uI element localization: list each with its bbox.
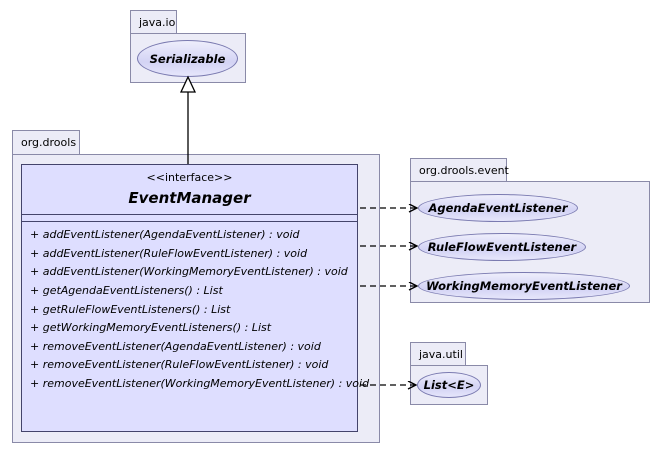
method-row[interactable]: + addEventListener(AgendaEventListener) …: [22, 226, 357, 245]
interface-agenda-event-listener[interactable]: AgendaEventListener: [418, 194, 578, 222]
method-row[interactable]: + getRuleFlowEventListeners() : List: [22, 301, 357, 320]
method-row[interactable]: + removeEventListener(AgendaEventListene…: [22, 338, 357, 357]
class-stereotype-event-manager: <<interface>>: [146, 171, 233, 184]
method-row[interactable]: + removeEventListener(WorkingMemoryEvent…: [22, 375, 369, 394]
interface-ruleflow-event-listener[interactable]: RuleFlowEventListener: [418, 233, 586, 261]
package-label-java-io: java.io: [130, 10, 177, 34]
method-row[interactable]: + getAgendaEventListeners() : List: [22, 282, 357, 301]
class-separator-attributes: [22, 214, 357, 215]
interface-label-list: List<E>: [423, 378, 475, 392]
method-signature: addEventListener(WorkingMemoryEventListe…: [42, 265, 348, 279]
generalization-eventmanager-serializable: [179, 75, 197, 164]
method-signature: removeEventListener(RuleFlowEventListene…: [42, 358, 329, 372]
interface-workingmemory-event-listener[interactable]: WorkingMemoryEventListener: [418, 272, 630, 300]
class-separator-methods: [22, 221, 357, 222]
interface-label-agenda-event-listener: AgendaEventListener: [428, 201, 568, 215]
interface-serializable[interactable]: Serializable: [137, 40, 238, 77]
method-visibility: +: [30, 339, 40, 353]
method-signature: getAgendaEventListeners() : List: [42, 283, 223, 297]
method-visibility: +: [30, 265, 40, 279]
method-signature: getRuleFlowEventListeners() : List: [42, 302, 231, 316]
method-signature: addEventListener(AgendaEventListener) : …: [42, 228, 300, 241]
method-visibility: +: [30, 358, 40, 372]
interface-label-ruleflow-event-listener: RuleFlowEventListener: [427, 240, 577, 254]
method-visibility: +: [30, 302, 40, 316]
interface-list[interactable]: List<E>: [417, 372, 481, 398]
method-row[interactable]: + removeEventListener(RuleFlowEventListe…: [22, 356, 357, 375]
method-row[interactable]: + getWorkingMemoryEventListeners() : Lis…: [22, 319, 357, 338]
package-label-java-util: java.util: [410, 342, 466, 366]
method-row[interactable]: + addEventListener(WorkingMemoryEventLis…: [22, 263, 357, 282]
method-visibility: +: [30, 321, 40, 335]
interface-label-serializable: Serializable: [149, 51, 226, 66]
method-signature: removeEventListener(WorkingMemoryEventLi…: [42, 377, 370, 391]
method-signature: removeEventListener(AgendaEventListener)…: [42, 339, 321, 353]
class-title-event-manager: EventManager: [128, 189, 251, 207]
interface-label-workingmemory-event-listener: WorkingMemoryEventListener: [426, 279, 622, 293]
method-visibility: +: [30, 283, 40, 297]
class-methods-compartment: + addEventListener(AgendaEventListener) …: [22, 222, 369, 400]
method-signature: getWorkingMemoryEventListeners() : List: [42, 321, 272, 335]
class-event-manager[interactable]: <<interface>> EventManager + addEventLis…: [21, 164, 369, 432]
method-signature: addEventListener(RuleFlowEventListener) …: [42, 246, 308, 260]
method-row[interactable]: + addEventListener(RuleFlowEventListener…: [22, 245, 357, 264]
method-visibility: +: [30, 246, 40, 260]
package-label-org-drools-event: org.drools.event: [410, 158, 509, 182]
method-visibility: +: [30, 228, 40, 241]
method-visibility: +: [30, 377, 40, 391]
package-label-org-drools: org.drools: [12, 130, 80, 155]
